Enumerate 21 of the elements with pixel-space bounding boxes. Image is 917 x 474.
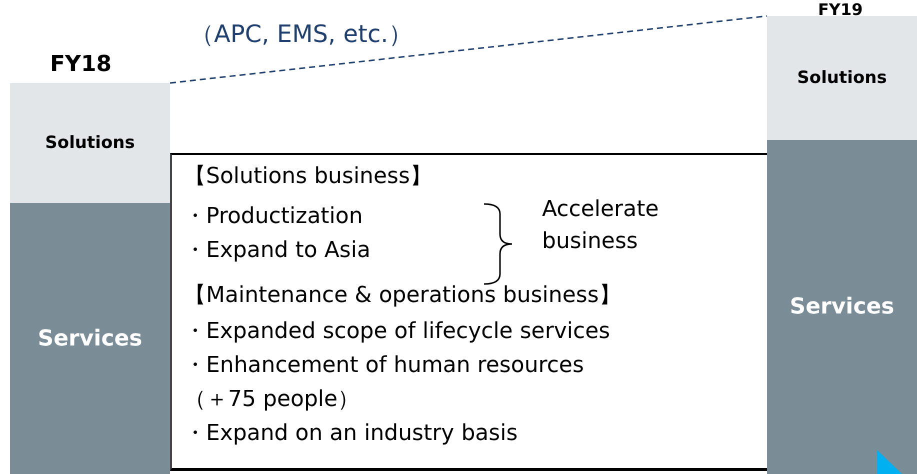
text-panel: [170, 153, 767, 471]
year-label: FY19: [818, 0, 863, 19]
solutions-segment: [10, 83, 170, 203]
brace-note: Accelerate business: [542, 196, 660, 256]
section-heading: 【Maintenance & operations business】: [184, 282, 621, 310]
note-text: （APC, EMS, etc.）: [190, 19, 412, 50]
bullet-item: ・Expand on an industry basis: [184, 420, 518, 448]
bullet-item: ・Enhancement of human resources （＋75 people）: [184, 352, 585, 414]
solutions-segment: [767, 16, 917, 140]
dashed-line: [170, 15, 768, 84]
bullet-item: ・Expanded scope of lifecycle services: [184, 318, 610, 346]
segment-label: Solutions: [796, 68, 888, 88]
year-label: FY18: [50, 52, 112, 77]
bullet-item: ・Productization: [184, 203, 363, 231]
services-segment: [767, 140, 917, 474]
segment-label: Services: [36, 326, 144, 351]
section-heading: 【Solutions business】: [184, 163, 432, 191]
segment-label: Services: [788, 294, 896, 320]
services-segment: [10, 203, 170, 474]
segment-label: Solutions: [44, 133, 136, 153]
bullet-item: ・Expand to Asia: [184, 237, 370, 265]
